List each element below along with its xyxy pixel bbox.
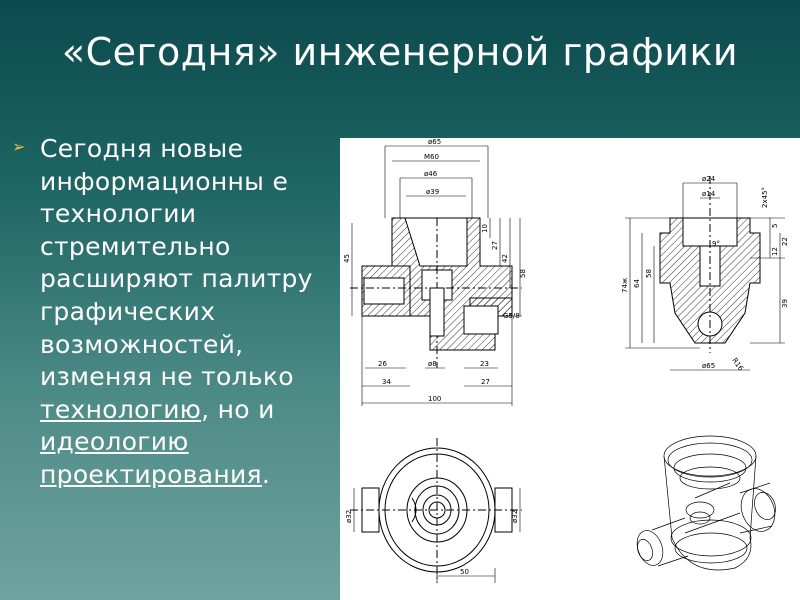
dim-d32a: ø32 <box>345 510 353 523</box>
bullet-mid: , но и <box>201 394 275 424</box>
dim-d32b: ø32 <box>511 510 519 523</box>
isometric-wireframe <box>636 435 776 571</box>
dim-100: 100 <box>428 395 441 403</box>
bullet-end: . <box>261 459 271 489</box>
front-section-view <box>350 217 522 368</box>
dim-74: 74ж <box>621 277 629 293</box>
link-technology[interactable]: технологию <box>40 394 202 424</box>
dim-64: 64 <box>633 279 641 288</box>
left-dimension-lines <box>351 145 522 406</box>
dim-27: 27 <box>491 241 499 250</box>
right-dimension-lines <box>625 182 785 371</box>
dim-d14: ø14 <box>702 190 716 198</box>
bullet-body: Сегодня новые информационны е технологии… <box>40 134 313 392</box>
dim-50: 50 <box>460 568 469 576</box>
plan-view <box>350 438 522 583</box>
dim-27b: 27 <box>481 378 490 386</box>
dim-34: 34 <box>382 378 391 386</box>
dim-10: 10 <box>481 224 489 233</box>
dim-42: 42 <box>501 254 509 263</box>
dim-d65: ø65 <box>428 138 441 146</box>
dim-d8: ø8 <box>428 360 437 368</box>
technical-drawing: ø65 M60 ø46 ø39 10 27 42 58 45 G5/8 26 ø… <box>340 138 800 600</box>
dim-23: 23 <box>480 360 489 368</box>
dim-22: 22 <box>781 237 789 246</box>
slide-title: «Сегодня» инженерной графики <box>61 30 739 74</box>
dim-m60: M60 <box>424 153 439 161</box>
dim-g58: G5/8 <box>503 312 520 320</box>
link-ideology[interactable]: идеологию <box>40 427 189 457</box>
bullet-arrow-icon: ➢ <box>12 137 26 156</box>
side-section-view <box>659 176 761 353</box>
dim-58: 58 <box>519 269 527 278</box>
dim-12: 12 <box>771 247 779 256</box>
dim-d46: ø46 <box>424 170 438 178</box>
dim-26: 26 <box>378 360 387 368</box>
plan-dimension-lines <box>353 488 521 583</box>
bullet-text: Сегодня новые информационны е технологии… <box>40 133 342 492</box>
dim-39: 39 <box>781 299 789 308</box>
dim-d39: ø39 <box>426 188 439 196</box>
dim-58r: 58 <box>645 269 653 278</box>
dim-angle: 9° <box>712 240 720 248</box>
dim-5: 5 <box>771 224 779 228</box>
dim-r16: R16 <box>730 357 745 373</box>
link-design[interactable]: проектирования <box>40 459 262 489</box>
dim-d65r: ø65 <box>702 362 715 370</box>
dim-d24: ø24 <box>702 175 716 183</box>
dim-45: 45 <box>343 254 351 263</box>
drawing-canvas: ø65 M60 ø46 ø39 10 27 42 58 45 G5/8 26 ø… <box>343 138 789 583</box>
dim-chamfer: 2x45° <box>761 187 769 208</box>
bullet-item: ➢ Сегодня новые информационны е технолог… <box>12 133 342 492</box>
